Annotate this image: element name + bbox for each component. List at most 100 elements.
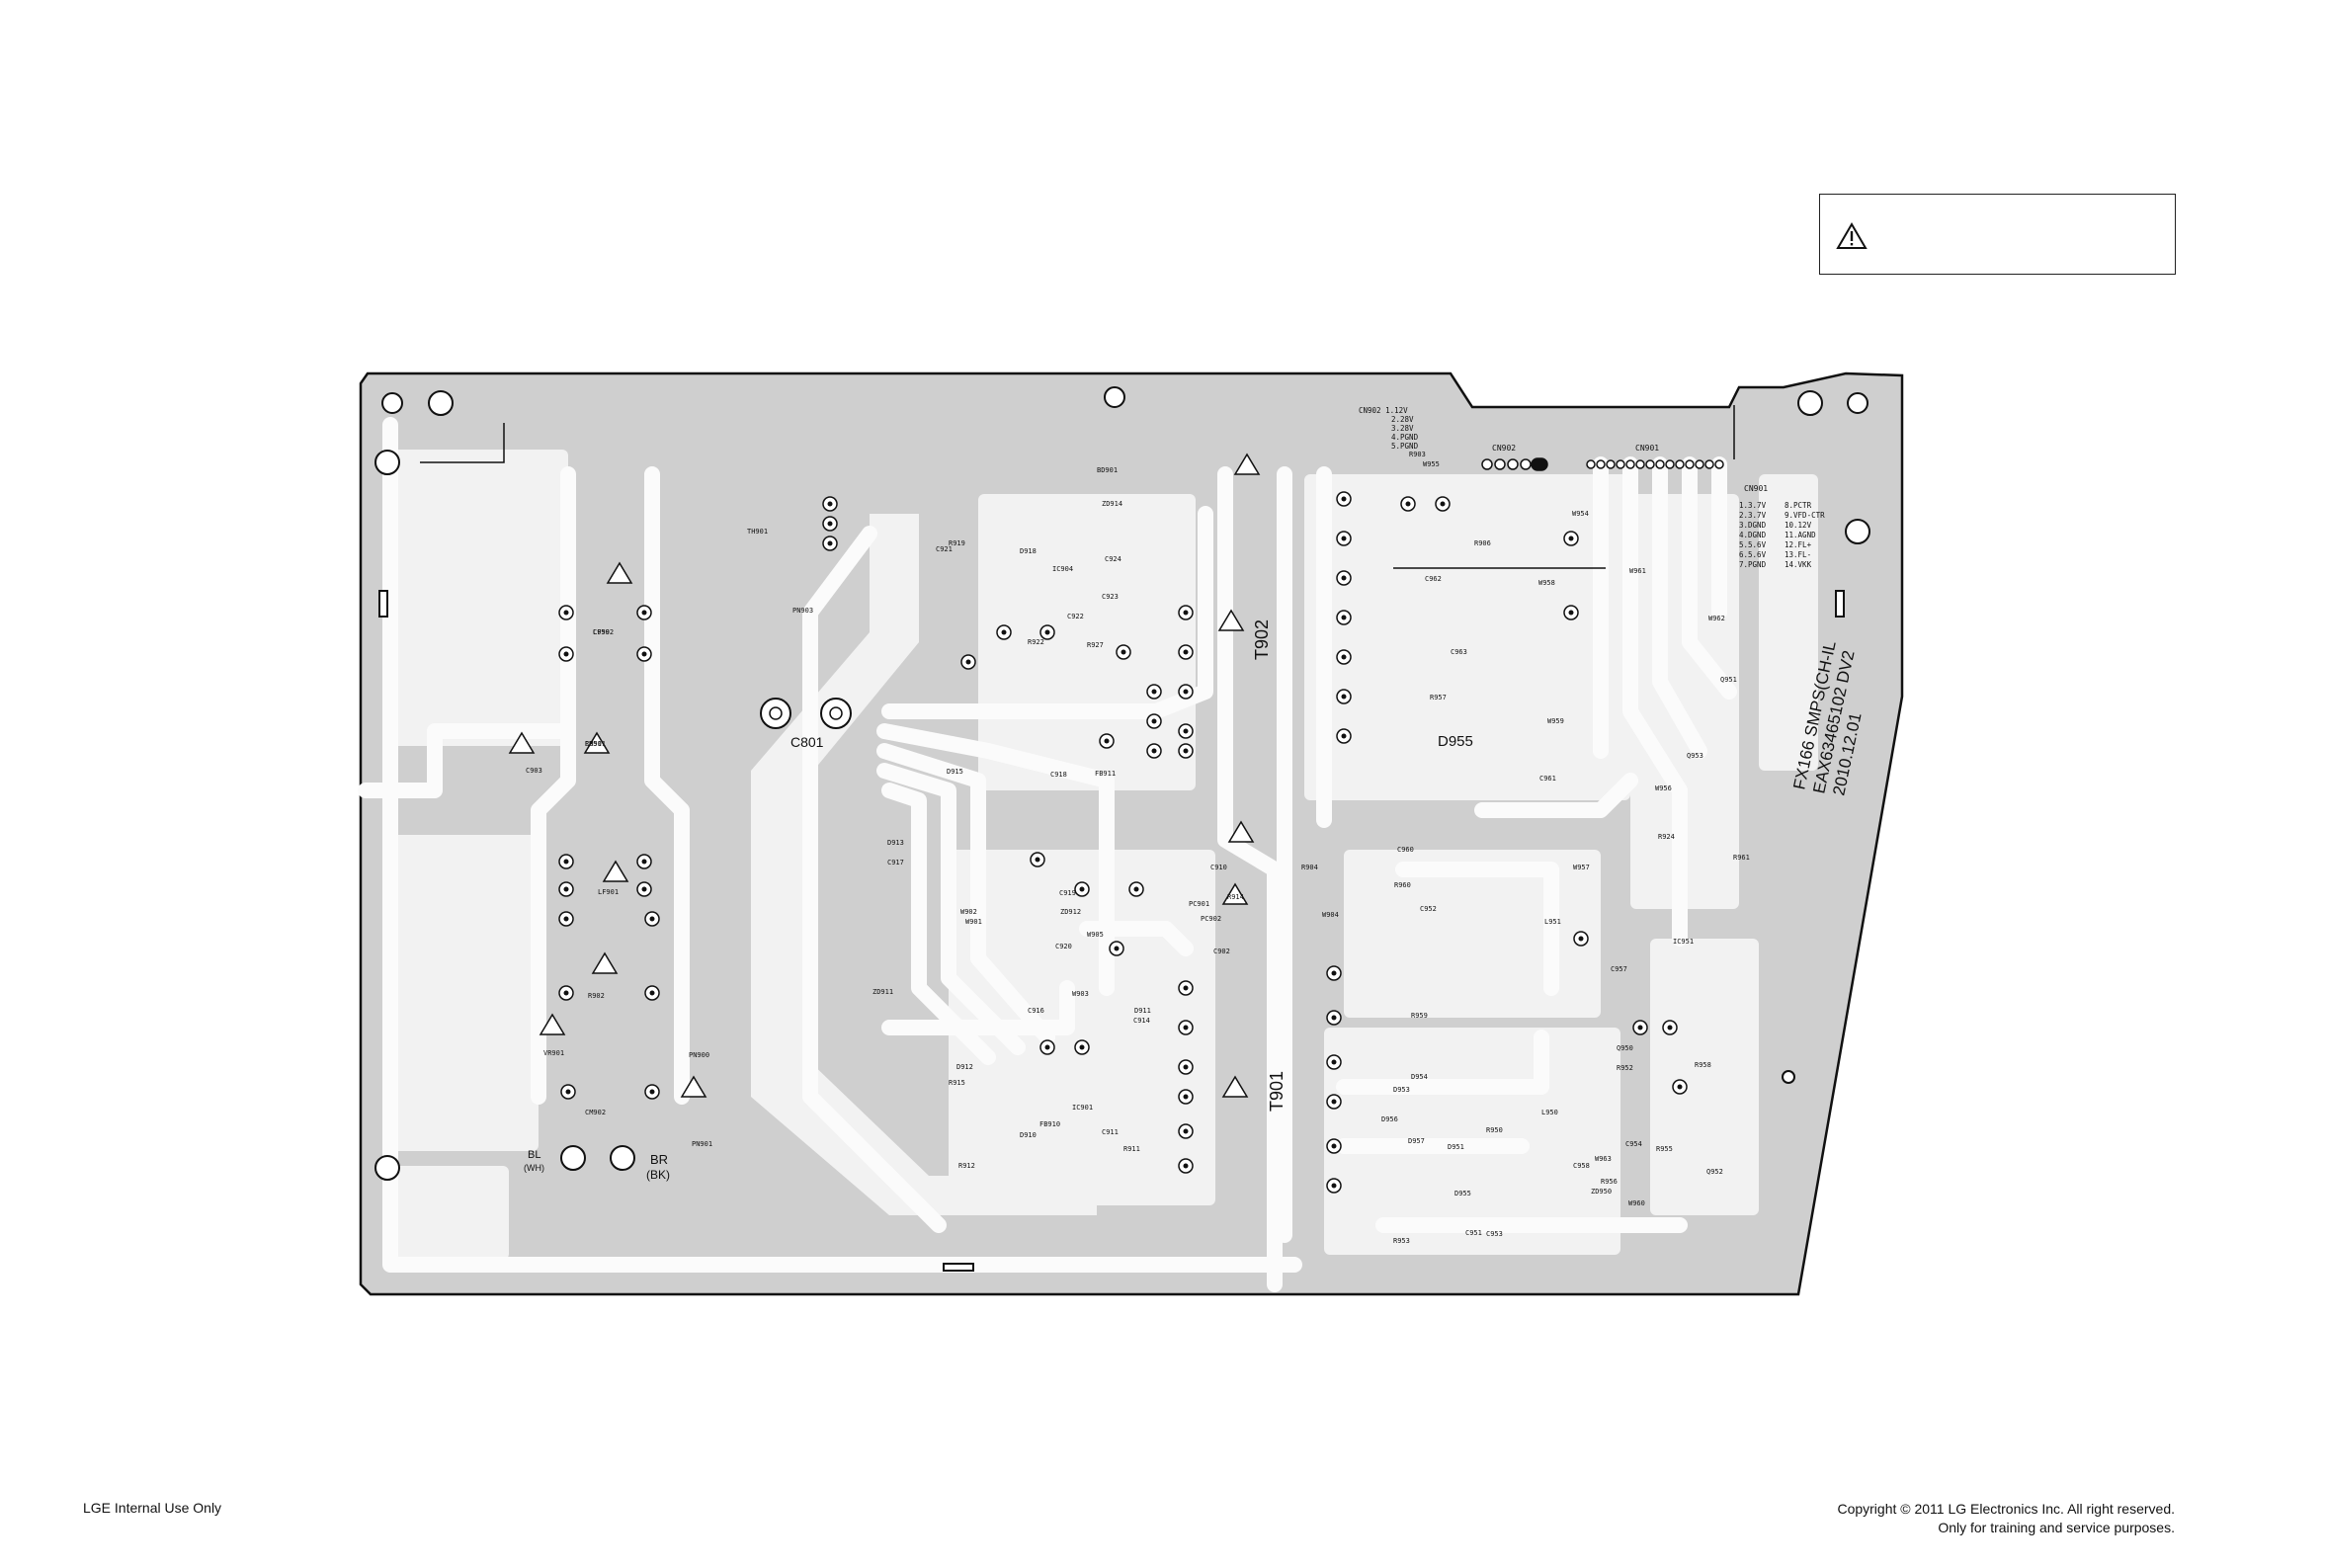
part-label: D911: [1134, 1007, 1151, 1015]
pad-hole: [565, 1089, 571, 1095]
svg-text:1.3.7V: 1.3.7V: [1739, 501, 1767, 510]
part-label: D953: [1393, 1086, 1410, 1094]
part-label: R957: [1430, 694, 1447, 701]
label-br-bk: (BK): [646, 1168, 670, 1182]
copper-pours: [390, 450, 1818, 1260]
part-label: R950: [1486, 1126, 1503, 1134]
part-label: R912: [958, 1162, 975, 1170]
part-label: C952: [1420, 905, 1437, 913]
pad-hole: [563, 859, 569, 865]
label-bl: BL: [528, 1149, 540, 1161]
svg-text:4.PGND: 4.PGND: [1391, 433, 1419, 442]
pad-hole: [1183, 728, 1189, 734]
pad-hole: [1568, 610, 1574, 616]
part-label: CM901: [585, 740, 606, 748]
part-label: W904: [1322, 911, 1339, 919]
cn901-pin: [1616, 459, 1625, 469]
pn-pad-bl: [560, 1145, 586, 1171]
pad-hole: [1667, 1025, 1673, 1031]
svg-text:10.12V: 10.12V: [1785, 521, 1812, 530]
label-d955: D955: [1438, 733, 1473, 750]
pad-hole: [649, 916, 655, 922]
part-label: Q950: [1617, 1044, 1633, 1052]
part-label: Q952: [1706, 1168, 1723, 1176]
component-pads: [558, 491, 1688, 1194]
part-label: D915: [947, 768, 963, 776]
warning-triangles: [508, 453, 1261, 1098]
cn901-pin: [1714, 459, 1724, 469]
part-label: D912: [956, 1063, 973, 1071]
svg-text:11.AGND: 11.AGND: [1785, 531, 1816, 539]
pad-hole: [649, 990, 655, 996]
pad-hole: [641, 610, 647, 616]
part-label: Q951: [1720, 676, 1737, 684]
slots: [378, 590, 1845, 1272]
pad-hole: [1044, 1044, 1050, 1050]
part-label: C914: [1133, 1017, 1150, 1025]
part-label: R924: [1658, 833, 1675, 841]
part-label: L951: [1544, 918, 1561, 926]
part-label: C910: [1210, 864, 1227, 871]
cn901-pin: [1606, 459, 1616, 469]
part-label: FB911: [1095, 770, 1116, 778]
part-label: PC902: [1201, 915, 1221, 923]
pad-hole: [827, 521, 833, 527]
svg-text:5.PGND: 5.PGND: [1391, 442, 1419, 451]
part-label: C916: [1028, 1007, 1044, 1015]
pad-hole: [1341, 694, 1347, 700]
pad-hole: [1568, 536, 1574, 541]
pad-hole: [1341, 536, 1347, 541]
part-label: W959: [1547, 717, 1564, 725]
part-label: C963: [1451, 648, 1467, 656]
part-label: W962: [1708, 615, 1725, 622]
svg-text:6.5.6V: 6.5.6V: [1739, 550, 1767, 559]
part-label: C962: [1425, 575, 1442, 583]
pad-hole: [1183, 1094, 1189, 1100]
part-label: R960: [1394, 881, 1411, 889]
pad-hole: [563, 886, 569, 892]
warning-box: [1819, 194, 2176, 275]
cn901-pin: [1586, 459, 1596, 469]
footer-copyright: Copyright © 2011 LG Electronics Inc. All…: [1837, 1500, 2175, 1537]
warning-icon: [1836, 222, 1868, 249]
part-label: R902: [588, 992, 605, 1000]
pad-hole: [1183, 689, 1189, 695]
part-label: ZD912: [1060, 908, 1081, 916]
pad-hole: [1440, 501, 1446, 507]
part-label: IC951: [1673, 938, 1694, 946]
label-cn901: CN901: [1635, 444, 1659, 453]
cn901-pin: [1704, 459, 1714, 469]
pad-hole: [1341, 733, 1347, 739]
pad-hole: [1183, 1025, 1189, 1031]
svg-text:12.FL+: 12.FL+: [1785, 540, 1812, 549]
part-label: W954: [1572, 510, 1589, 518]
part-label: R927: [1087, 641, 1104, 649]
pad-hole: [641, 651, 647, 657]
part-label: R956: [1601, 1178, 1618, 1186]
pad-hole: [1331, 1059, 1337, 1065]
svg-text:3.DGND: 3.DGND: [1739, 521, 1767, 530]
part-label: C957: [1611, 965, 1627, 973]
part-label: W957: [1573, 864, 1590, 871]
pad-hole: [1151, 689, 1157, 695]
label-t901: T901: [1267, 1071, 1287, 1112]
svg-text:13.FL-: 13.FL-: [1785, 550, 1811, 559]
part-label: C921: [936, 545, 953, 553]
part-label: C902: [1213, 948, 1230, 955]
svg-text:2.28V: 2.28V: [1391, 415, 1414, 424]
leader-lines: [420, 405, 1735, 569]
pad-hole: [1341, 575, 1347, 581]
svg-text:5.5.6V: 5.5.6V: [1739, 540, 1767, 549]
label-c801: C801: [790, 734, 824, 750]
part-label: FB910: [1039, 1120, 1060, 1128]
part-label: R914: [1227, 893, 1244, 901]
cn901-pin: [1645, 459, 1655, 469]
pad-hole: [1341, 496, 1347, 502]
part-label: ZD950: [1591, 1188, 1612, 1196]
part-label: R952: [1617, 1064, 1633, 1072]
part-label: C903: [526, 767, 542, 775]
part-label: C919: [1059, 889, 1076, 897]
part-label: R922: [1028, 638, 1044, 646]
part-label: C923: [1102, 593, 1119, 601]
